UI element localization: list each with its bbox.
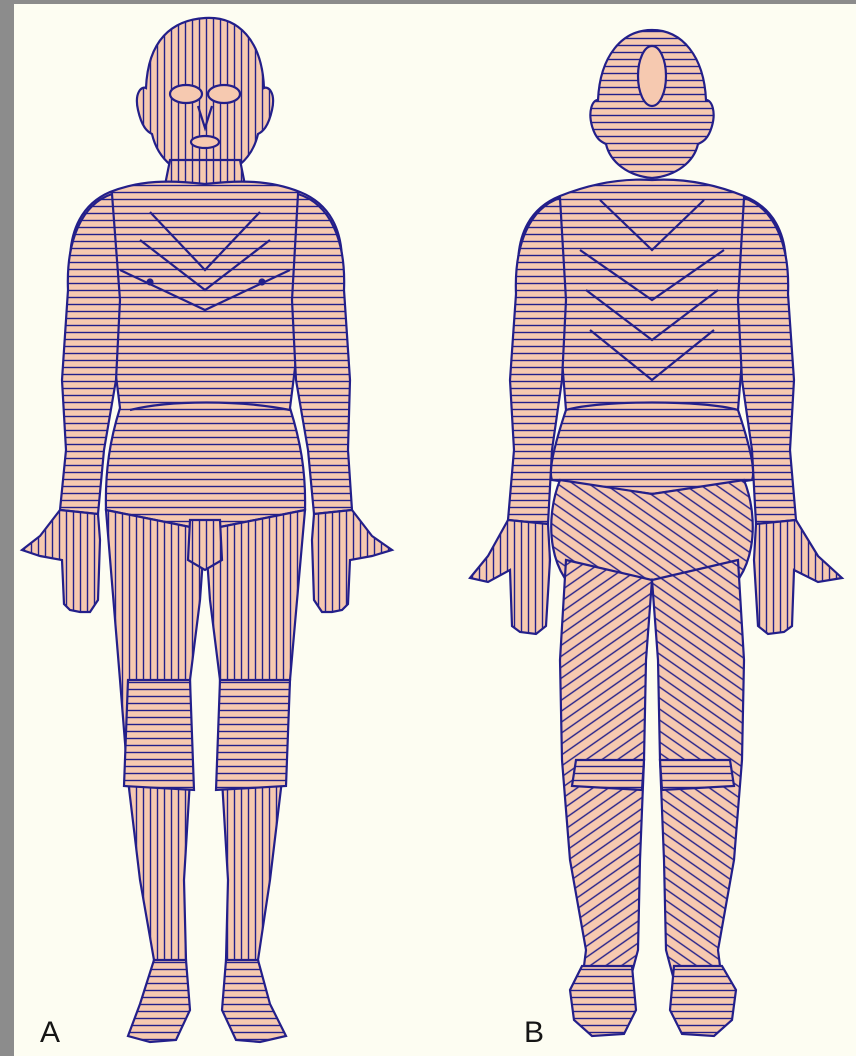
anterior-body: [22, 18, 392, 1042]
posterior-left-foot: [670, 966, 736, 1036]
anterior-head: [137, 18, 273, 178]
anterior-right-foot: [128, 960, 190, 1042]
posterior-left-hand: [754, 520, 842, 634]
posterior-right-foot: [570, 966, 636, 1036]
anterior-right-hand: [22, 510, 100, 612]
panel-label-a: A: [40, 1018, 60, 1048]
posterior-body: [470, 30, 842, 1036]
posterior-right-hand: [470, 520, 550, 634]
anterior-left-foot: [222, 960, 286, 1042]
panel-label-b: B: [524, 1018, 544, 1048]
anterior-left-hand: [312, 510, 392, 612]
